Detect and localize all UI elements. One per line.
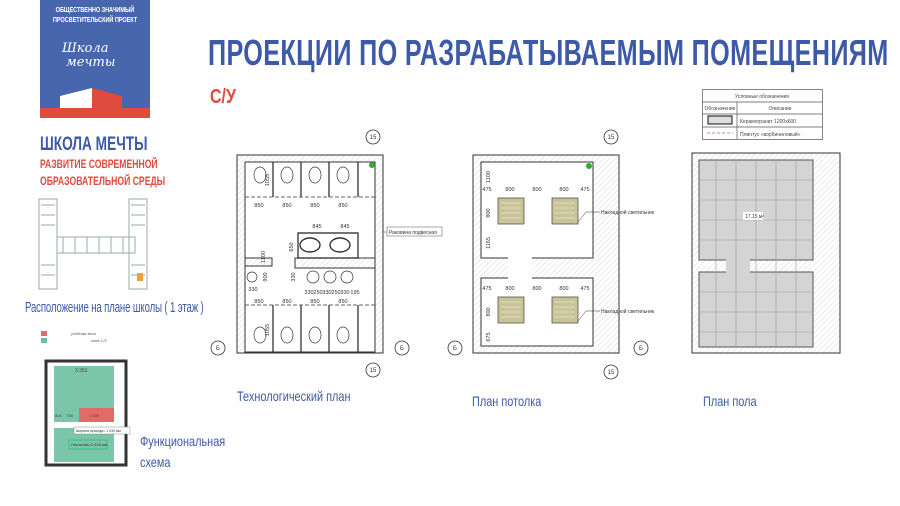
- svg-text:15: 15: [370, 368, 377, 374]
- floor-area: 17.15 м²: [745, 214, 764, 220]
- brand-subtitle: ОБРАЗОВАТЕЛЬНОЙ СРЕДЫ: [40, 174, 166, 188]
- svg-text:330: 330: [304, 290, 313, 296]
- svg-text:Б: Б: [639, 346, 643, 352]
- svg-text:850: 850: [282, 299, 291, 305]
- functional-scheme: учебная зона зона С/У 3 351 804 708 1 83…: [41, 331, 131, 467]
- svg-text:475: 475: [482, 286, 491, 292]
- svg-text:15: 15: [608, 370, 615, 376]
- svg-text:Условные обозначения: Условные обозначения: [735, 94, 789, 100]
- svg-text:Керамогранит 1200х600: Керамогранит 1200х600: [740, 119, 796, 125]
- svg-text:475: 475: [482, 187, 491, 193]
- brand-subtitle: РАЗВИТИЕ СОВРЕМЕННОЙ: [40, 157, 158, 171]
- page-title: ПРОЕКЦИИ ПО РАЗРАБАТЫВАЕМЫМ ПОМЕЩЕНИЯМ: [208, 32, 889, 73]
- brand-name: ШКОЛА МЕЧТЫ: [40, 134, 148, 155]
- svg-text:Плинтус «ворбиниловый»: Плинтус «ворбиниловый»: [740, 131, 801, 138]
- svg-text:Б: Б: [216, 346, 220, 352]
- svg-text:1055: 1055: [265, 324, 271, 336]
- svg-text:804: 804: [55, 413, 62, 418]
- svg-text:330: 330: [291, 272, 297, 281]
- ceiling-plan-caption: План потолка: [472, 393, 542, 409]
- logo-tagline: ПРОСВЕТИТЕЛЬСКИЙ ПРОЕКТ: [52, 17, 138, 24]
- floor-plan-caption: План пола: [703, 393, 757, 409]
- room-marker: [137, 273, 143, 281]
- tech-plan: 850 850 850 850 845 845 850 850 850 850 330 330…: [210, 129, 443, 378]
- svg-text:1 839: 1 839: [89, 413, 100, 418]
- svg-text:3 351: 3 351: [75, 368, 88, 374]
- svg-text:330: 330: [248, 287, 257, 293]
- svg-text:650: 650: [289, 242, 295, 251]
- svg-text:800: 800: [532, 187, 541, 193]
- logo-tagline: ОБЩЕСТВЕННО ЗНАЧИМЫЙ: [55, 7, 135, 14]
- svg-text:1055: 1055: [265, 174, 271, 186]
- svg-text:Описание: Описание: [768, 106, 791, 112]
- functional-scheme-caption: Функциональная: [140, 433, 226, 449]
- project-logo: ОБЩЕСТВЕННО ЗНАЧИМЫЙ ПРОСВЕТИТЕЛЬСКИЙ ПР…: [40, 0, 150, 118]
- svg-text:800: 800: [559, 286, 568, 292]
- svg-text:Б: Б: [400, 346, 404, 352]
- legend-table: Условные обозначения Обозначение Описани…: [702, 89, 823, 140]
- svg-text:Накладной светильник: Накладной светильник: [601, 209, 655, 216]
- svg-text:Ширина прохода= 1 030 мм: Ширина прохода= 1 030 мм: [76, 429, 121, 433]
- svg-text:1100: 1100: [486, 171, 492, 183]
- svg-text:Накладной светильник: Накладной светильник: [601, 308, 655, 315]
- floor-plan: 17.15 м²: [691, 152, 841, 354]
- svg-text:845: 845: [340, 224, 349, 230]
- svg-text:800: 800: [532, 286, 541, 292]
- svg-text:330: 330: [322, 290, 331, 296]
- sink-label: Раковина подвесная: [389, 230, 437, 236]
- svg-text:850: 850: [254, 299, 263, 305]
- svg-text:800: 800: [505, 187, 514, 193]
- svg-text:195: 195: [350, 290, 359, 296]
- svg-text:1165: 1165: [486, 237, 492, 249]
- svg-text:Обозначение: Обозначение: [705, 106, 736, 112]
- svg-text:зона С/У: зона С/У: [91, 338, 108, 343]
- svg-text:850: 850: [282, 203, 291, 209]
- svg-text:800: 800: [505, 286, 514, 292]
- svg-text:850: 850: [310, 299, 319, 305]
- svg-text:850: 850: [310, 203, 319, 209]
- svg-text:900: 900: [263, 272, 269, 281]
- svg-text:15: 15: [370, 135, 377, 141]
- svg-text:330: 330: [340, 290, 349, 296]
- school-plan-caption: Расположение на плане школы ( 1 этаж ): [25, 299, 204, 316]
- svg-text:учебная зона: учебная зона: [71, 331, 96, 336]
- svg-text:800: 800: [559, 187, 568, 193]
- school-floor-plan: [38, 198, 148, 290]
- svg-text:Нпотолка=2 928 мм: Нпотолка=2 928 мм: [71, 442, 108, 447]
- room-label: С/У: [210, 86, 236, 108]
- svg-text:Б: Б: [453, 346, 457, 352]
- svg-text:850: 850: [254, 203, 263, 209]
- svg-text:675: 675: [486, 332, 492, 341]
- logo-building-icon: [40, 88, 150, 118]
- svg-text:845: 845: [312, 224, 321, 230]
- svg-text:250: 250: [313, 290, 322, 296]
- svg-text:850: 850: [338, 299, 347, 305]
- svg-text:800: 800: [486, 208, 492, 217]
- svg-text:475: 475: [580, 286, 589, 292]
- svg-text:250: 250: [331, 290, 340, 296]
- svg-text:800: 800: [486, 307, 492, 316]
- svg-text:708: 708: [66, 413, 73, 418]
- functional-scheme-caption: схема: [140, 454, 171, 470]
- svg-text:475: 475: [580, 187, 589, 193]
- svg-text:1100: 1100: [261, 251, 267, 263]
- ceiling-plan: 800 800 800 475 475 800 800 800 475 475 1100 8…: [447, 129, 655, 380]
- svg-text:850: 850: [338, 203, 347, 209]
- tech-plan-caption: Технологический план: [237, 388, 351, 404]
- svg-text:15: 15: [608, 135, 615, 141]
